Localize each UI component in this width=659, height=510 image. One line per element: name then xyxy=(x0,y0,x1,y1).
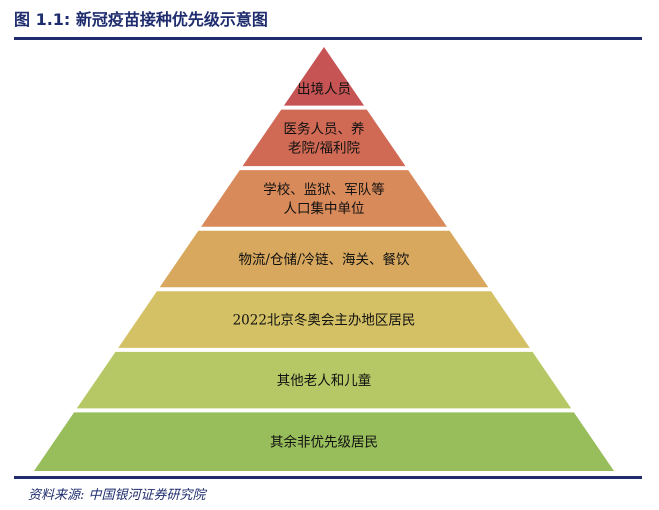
pyramid-tier-label: 其余非优先级居民 xyxy=(270,434,378,451)
pyramid-tier xyxy=(283,47,365,106)
pyramid-tier-label: 2022北京冬奥会主办地区居民 xyxy=(233,312,416,329)
pyramid-tier-label: 出境人员 xyxy=(297,81,351,97)
pyramid-tier-label: 老院/福利院 xyxy=(288,140,361,156)
pyramid-tier-label: 人口集中单位 xyxy=(284,201,365,217)
pyramid-tier-label: 物流/仓储/冷链、海关、餐饮 xyxy=(238,252,410,268)
pyramid-tier xyxy=(76,351,572,409)
pyramid-tier xyxy=(118,291,530,348)
figure-title: 图 1.1: 新冠疫苗接种优先级示意图 xyxy=(14,10,268,29)
pyramid-tier-label: 医务人员、养 xyxy=(284,121,365,137)
source-note: 资料来源: 中国银河证券研究院 xyxy=(28,488,206,503)
pyramid-tier-label: 学校、监狱、军队等 xyxy=(263,181,385,198)
pyramid-tier-label: 其他老人和儿童 xyxy=(277,372,372,389)
pyramid-tier xyxy=(159,230,489,288)
pyramid-tier xyxy=(201,170,447,227)
source-divider xyxy=(14,476,642,479)
pyramid-tier xyxy=(242,109,406,167)
pyramid-tier xyxy=(34,412,614,471)
title-divider xyxy=(14,37,642,40)
